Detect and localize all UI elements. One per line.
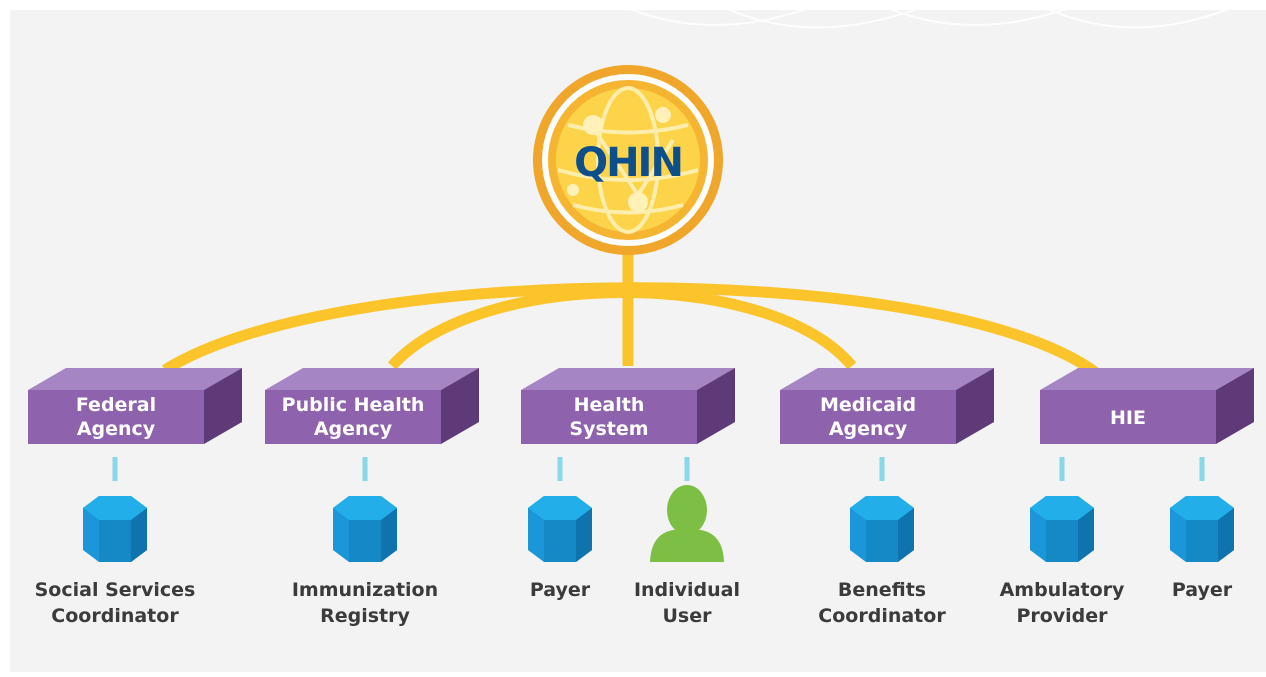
participant-label: Federal [76, 394, 156, 416]
participant-box: HIE [1040, 368, 1254, 444]
box-side-face [697, 368, 735, 444]
participant-label: Agency [314, 418, 393, 440]
background-decoration [609, 0, 1251, 29]
endpoint-label: Social Services [35, 579, 196, 601]
box-front-face [28, 390, 204, 444]
box-top-face [780, 368, 994, 390]
database-icon [333, 496, 397, 562]
box-top-face [1040, 368, 1254, 390]
endpoint-label: Provider [1016, 605, 1108, 627]
box-front-face [521, 390, 697, 444]
participant-label: HIE [1110, 407, 1146, 429]
participant-label: Health [574, 394, 645, 416]
box-front-face [1040, 390, 1216, 444]
endpoint-label: User [663, 605, 713, 627]
box-front-face [780, 390, 956, 444]
box-side-face [1216, 368, 1254, 444]
qhin-hub: QHIN [533, 65, 723, 255]
participant-label: Public Health [282, 394, 425, 416]
endpoint-label: Coordinator [51, 605, 179, 627]
participant-label: Agency [77, 418, 156, 440]
box-front-face [265, 390, 441, 444]
person-icon [650, 485, 724, 562]
endpoint-label: Individual [634, 579, 740, 601]
box-side-face [956, 368, 994, 444]
database-icon [850, 496, 914, 562]
database-icon [1170, 496, 1234, 562]
network-nodes [567, 107, 671, 212]
endpoint-label: Immunization [292, 579, 438, 601]
endpoint-label: Benefits [838, 579, 926, 601]
endpoint-label: Payer [530, 579, 591, 601]
box-top-face [521, 368, 735, 390]
database-icon [528, 496, 592, 562]
endpoint-label: Ambulatory [1000, 579, 1125, 601]
box-side-face [441, 368, 479, 444]
endpoint-links [112, 457, 1205, 481]
database-icon [1030, 496, 1094, 562]
participant-label: Medicaid [820, 394, 916, 416]
participant-label: Agency [829, 418, 908, 440]
box-top-face [28, 368, 242, 390]
connector-public-health-agency [387, 287, 857, 370]
endpoint-label: Coordinator [818, 605, 946, 627]
endpoint-label: Registry [320, 605, 410, 627]
box-top-face [265, 368, 479, 390]
endpoint-label: Payer [1172, 579, 1233, 601]
box-side-face [204, 368, 242, 444]
participant-label: System [569, 418, 648, 440]
database-icon [83, 496, 147, 562]
connectors [162, 242, 1099, 377]
hub-label: QHIN [574, 140, 682, 186]
